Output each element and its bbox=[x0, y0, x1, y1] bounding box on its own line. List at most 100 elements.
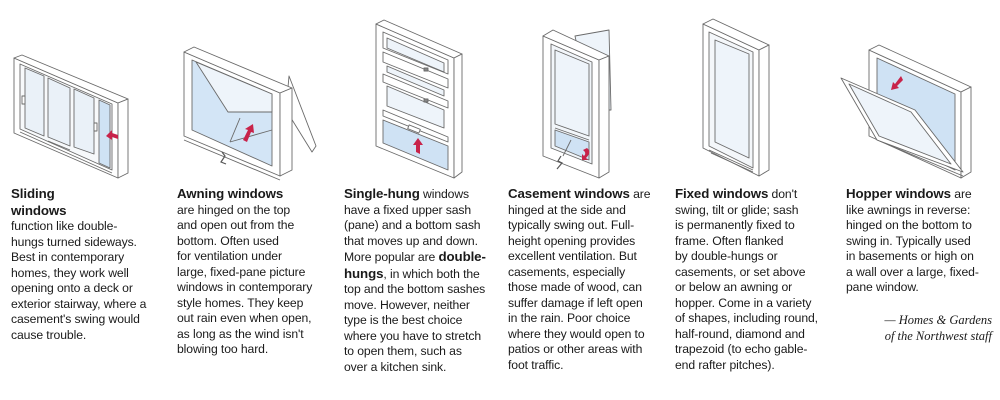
text-line: move. However, neither bbox=[344, 297, 470, 312]
text-line: type is the best choice bbox=[344, 313, 463, 327]
text-line: in the rain. Poor choice bbox=[508, 311, 631, 325]
sliding-window-description: Sliding windows function like double- hu… bbox=[11, 186, 166, 343]
casement-window-description: Casement windows are hinged at the side … bbox=[508, 186, 668, 373]
text-line: that moves up and down. bbox=[344, 233, 478, 248]
awning-window-icon bbox=[183, 46, 317, 181]
text-line: frame. Often flanked bbox=[675, 233, 784, 248]
awning-window-illustration bbox=[168, 0, 336, 185]
double-hung-term-2: hungs bbox=[344, 265, 384, 281]
text-line: More popular are bbox=[344, 250, 439, 264]
text-line: exterior stairway, where a bbox=[11, 296, 147, 311]
text-line: homes, they work well bbox=[11, 265, 129, 280]
fixed-window-illustration bbox=[667, 0, 833, 185]
text-line: cause trouble. bbox=[11, 327, 87, 342]
text-line: Best in contemporary bbox=[11, 250, 125, 264]
text-line: (pane) and a bottom sash bbox=[344, 218, 481, 232]
text-line: windows in contemporary bbox=[177, 280, 313, 294]
single-hung-window-illustration bbox=[336, 0, 501, 185]
text-line: by double-hungs or bbox=[675, 249, 778, 263]
text-line: hinged at the side and bbox=[508, 202, 626, 217]
text-line: casements, or set above bbox=[675, 264, 806, 279]
hopper-window-icon bbox=[840, 44, 972, 179]
text-line: blowing too hard. bbox=[177, 342, 269, 356]
text-line: top and the bottom sashes bbox=[344, 282, 486, 296]
fixed-window-description: Fixed windows don't swing, tilt or glide… bbox=[675, 186, 837, 373]
text-line: hopper. Come in a variety bbox=[675, 295, 812, 310]
single-hung-window-icon bbox=[375, 19, 463, 179]
awning-window-description: Awning windows are hinged on the top and… bbox=[177, 186, 337, 358]
title-suffix: are bbox=[629, 187, 651, 201]
awning-window-title: Awning windows bbox=[177, 186, 284, 201]
text-line: in basements or high on bbox=[846, 249, 974, 263]
text-line: function like double- bbox=[11, 219, 118, 233]
text-line: large, fixed-pane picture bbox=[177, 264, 306, 279]
single-hung-window-title: Single-hung bbox=[344, 186, 420, 201]
text-line: for ventilation under bbox=[177, 249, 282, 263]
text-line: to open them, such as bbox=[344, 344, 462, 358]
text-line: have a fixed upper sash bbox=[344, 202, 472, 217]
text-line: excellent ventilation. But bbox=[508, 249, 637, 263]
text-line: swing in. Typically used bbox=[846, 233, 971, 248]
text-line: foot traffic. bbox=[508, 357, 564, 372]
text-line: trapezoid (to echo gable- bbox=[675, 342, 808, 356]
text-line: , in which both the bbox=[383, 266, 480, 281]
text-line: hinged on the bottom to bbox=[846, 218, 972, 232]
text-line: opening onto a deck or bbox=[11, 281, 133, 295]
crank-icon bbox=[556, 155, 563, 170]
sliding-window-title-2: windows bbox=[11, 202, 67, 218]
source-credit: — Homes & Gardens of the Northwest staff bbox=[842, 312, 992, 344]
text-line: end rafter pitches). bbox=[675, 357, 775, 372]
text-line: and open out from the bbox=[177, 218, 295, 232]
text-line: or below an awning or bbox=[675, 280, 793, 294]
text-line: height opening provides bbox=[508, 233, 636, 248]
sliding-window-title: Sliding bbox=[11, 186, 55, 201]
text-line: like awnings in reverse: bbox=[846, 202, 971, 217]
hopper-window-illustration bbox=[833, 0, 1000, 185]
text-line: style homes. They keep bbox=[177, 295, 304, 310]
credit-line-2: of the Northwest staff bbox=[884, 329, 992, 343]
single-hung-window-description: Single-hung windows have a fixed upper s… bbox=[344, 186, 504, 375]
text-line: as long as the wind isn't bbox=[177, 326, 304, 341]
text-line: hungs turned sideways. bbox=[11, 234, 137, 249]
awning-window-section: Awning windows are hinged on the top and… bbox=[168, 0, 336, 400]
sliding-window-illustration bbox=[0, 0, 168, 185]
fixed-window-section: Fixed windows don't swing, tilt or glide… bbox=[667, 0, 833, 400]
title-suffix: windows bbox=[419, 187, 470, 201]
text-line: swing, tilt or glide; sash bbox=[675, 202, 799, 217]
text-line: is permanently fixed to bbox=[675, 218, 795, 232]
text-line: bottom. Often used bbox=[177, 233, 279, 248]
hopper-window-title: Hopper windows bbox=[846, 186, 951, 201]
text-line: typically swing out. Full- bbox=[508, 218, 635, 232]
casement-window-section: Casement windows are hinged at the side … bbox=[501, 0, 667, 400]
arrow-icon bbox=[413, 138, 423, 154]
text-line: patios or other areas with bbox=[508, 342, 643, 356]
arrow-icon bbox=[582, 148, 590, 160]
hopper-window-section: Hopper windows are like awnings in rever… bbox=[833, 0, 1000, 400]
sliding-window-icon bbox=[13, 54, 129, 179]
casement-window-title: Casement windows bbox=[508, 186, 630, 201]
text-line: those made of wood, can bbox=[508, 280, 642, 294]
single-hung-window-section: Single-hung windows have a fixed upper s… bbox=[336, 0, 501, 400]
fixed-window-icon bbox=[702, 18, 770, 177]
text-line: of shapes, including round, bbox=[675, 311, 818, 325]
text-line: casements, especially bbox=[508, 264, 626, 279]
arrow-icon bbox=[243, 124, 254, 142]
text-line: suffer damage if left open bbox=[508, 295, 643, 310]
hopper-window-description: Hopper windows are like awnings in rever… bbox=[846, 186, 1000, 296]
arrow-icon bbox=[891, 76, 903, 90]
arrow-icon bbox=[106, 130, 118, 140]
title-suffix: don't bbox=[768, 187, 798, 201]
casement-window-icon bbox=[542, 29, 612, 179]
text-line: a wall over a large, fixed- bbox=[846, 264, 979, 279]
fixed-window-title: Fixed windows bbox=[675, 186, 769, 201]
text-line: half-round, diamond and bbox=[675, 326, 805, 341]
text-line: out rain even when open, bbox=[177, 311, 312, 325]
text-line: casement's swing would bbox=[11, 312, 140, 326]
crank-icon bbox=[220, 151, 227, 165]
sliding-window-section: Sliding windows function like double- hu… bbox=[0, 0, 168, 400]
text-line: are hinged on the top bbox=[177, 202, 291, 217]
text-line: pane window. bbox=[846, 280, 919, 294]
title-suffix: are bbox=[950, 187, 972, 201]
casement-window-illustration bbox=[501, 0, 667, 185]
text-line: where you have to stretch bbox=[344, 328, 482, 343]
